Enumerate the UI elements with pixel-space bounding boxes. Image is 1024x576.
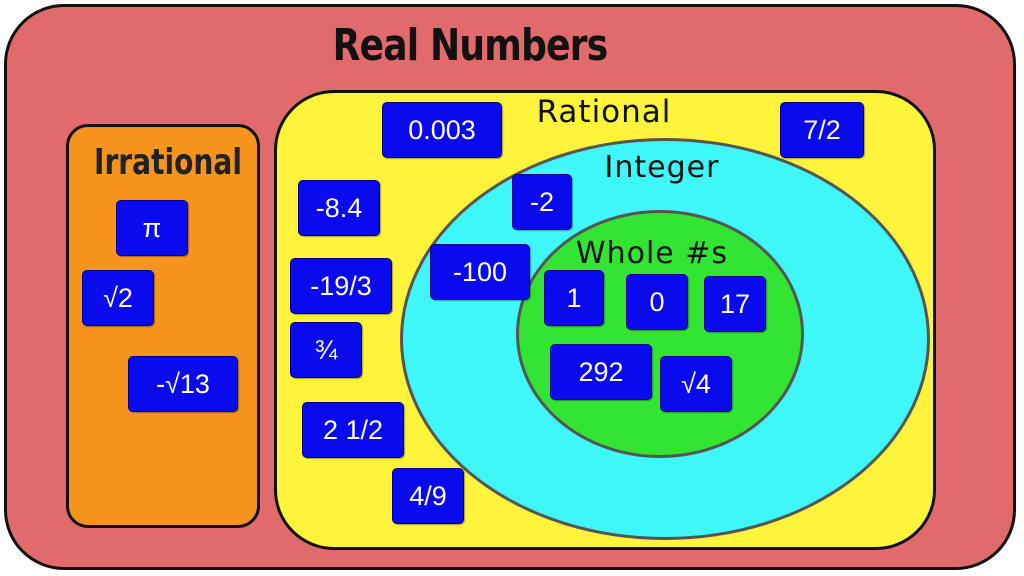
real-numbers-title: Real Numbers (332, 20, 609, 71)
whole-numbers-region (516, 210, 804, 458)
whole-numbers-title: Whole #s (575, 236, 729, 271)
rational-title: Rational (536, 94, 672, 130)
number-chip-neg-19-3[interactable]: -19/3 (290, 258, 392, 314)
number-chip-neg-2[interactable]: -2 (512, 174, 572, 230)
number-chip-4-9[interactable]: 4/9 (392, 468, 464, 524)
number-chip-1[interactable]: 1 (544, 270, 604, 326)
number-chip-17[interactable]: 17 (704, 276, 766, 332)
irrational-title: Irrational (93, 142, 243, 183)
number-chip-2-and-half[interactable]: 2 1/2 (302, 402, 404, 458)
number-chip-7-2[interactable]: 7/2 (780, 102, 864, 158)
number-chip-292[interactable]: 292 (550, 344, 652, 400)
irrational-region (66, 124, 260, 528)
number-chip-neg-100[interactable]: -100 (430, 244, 530, 300)
number-chip-neg-8-4[interactable]: -8.4 (298, 180, 380, 236)
number-chip-sqrt2[interactable]: √2 (82, 270, 154, 326)
number-chip-sqrt4[interactable]: √4 (660, 356, 732, 412)
number-chip-3-4[interactable]: ¾ (290, 322, 362, 378)
number-chip-neg-sqrt13[interactable]: -√13 (128, 356, 238, 412)
integer-title: Integer (604, 150, 720, 185)
number-chip-0[interactable]: 0 (626, 274, 688, 330)
number-chip-0-003[interactable]: 0.003 (382, 102, 502, 158)
number-chip-pi[interactable]: π (116, 200, 188, 256)
